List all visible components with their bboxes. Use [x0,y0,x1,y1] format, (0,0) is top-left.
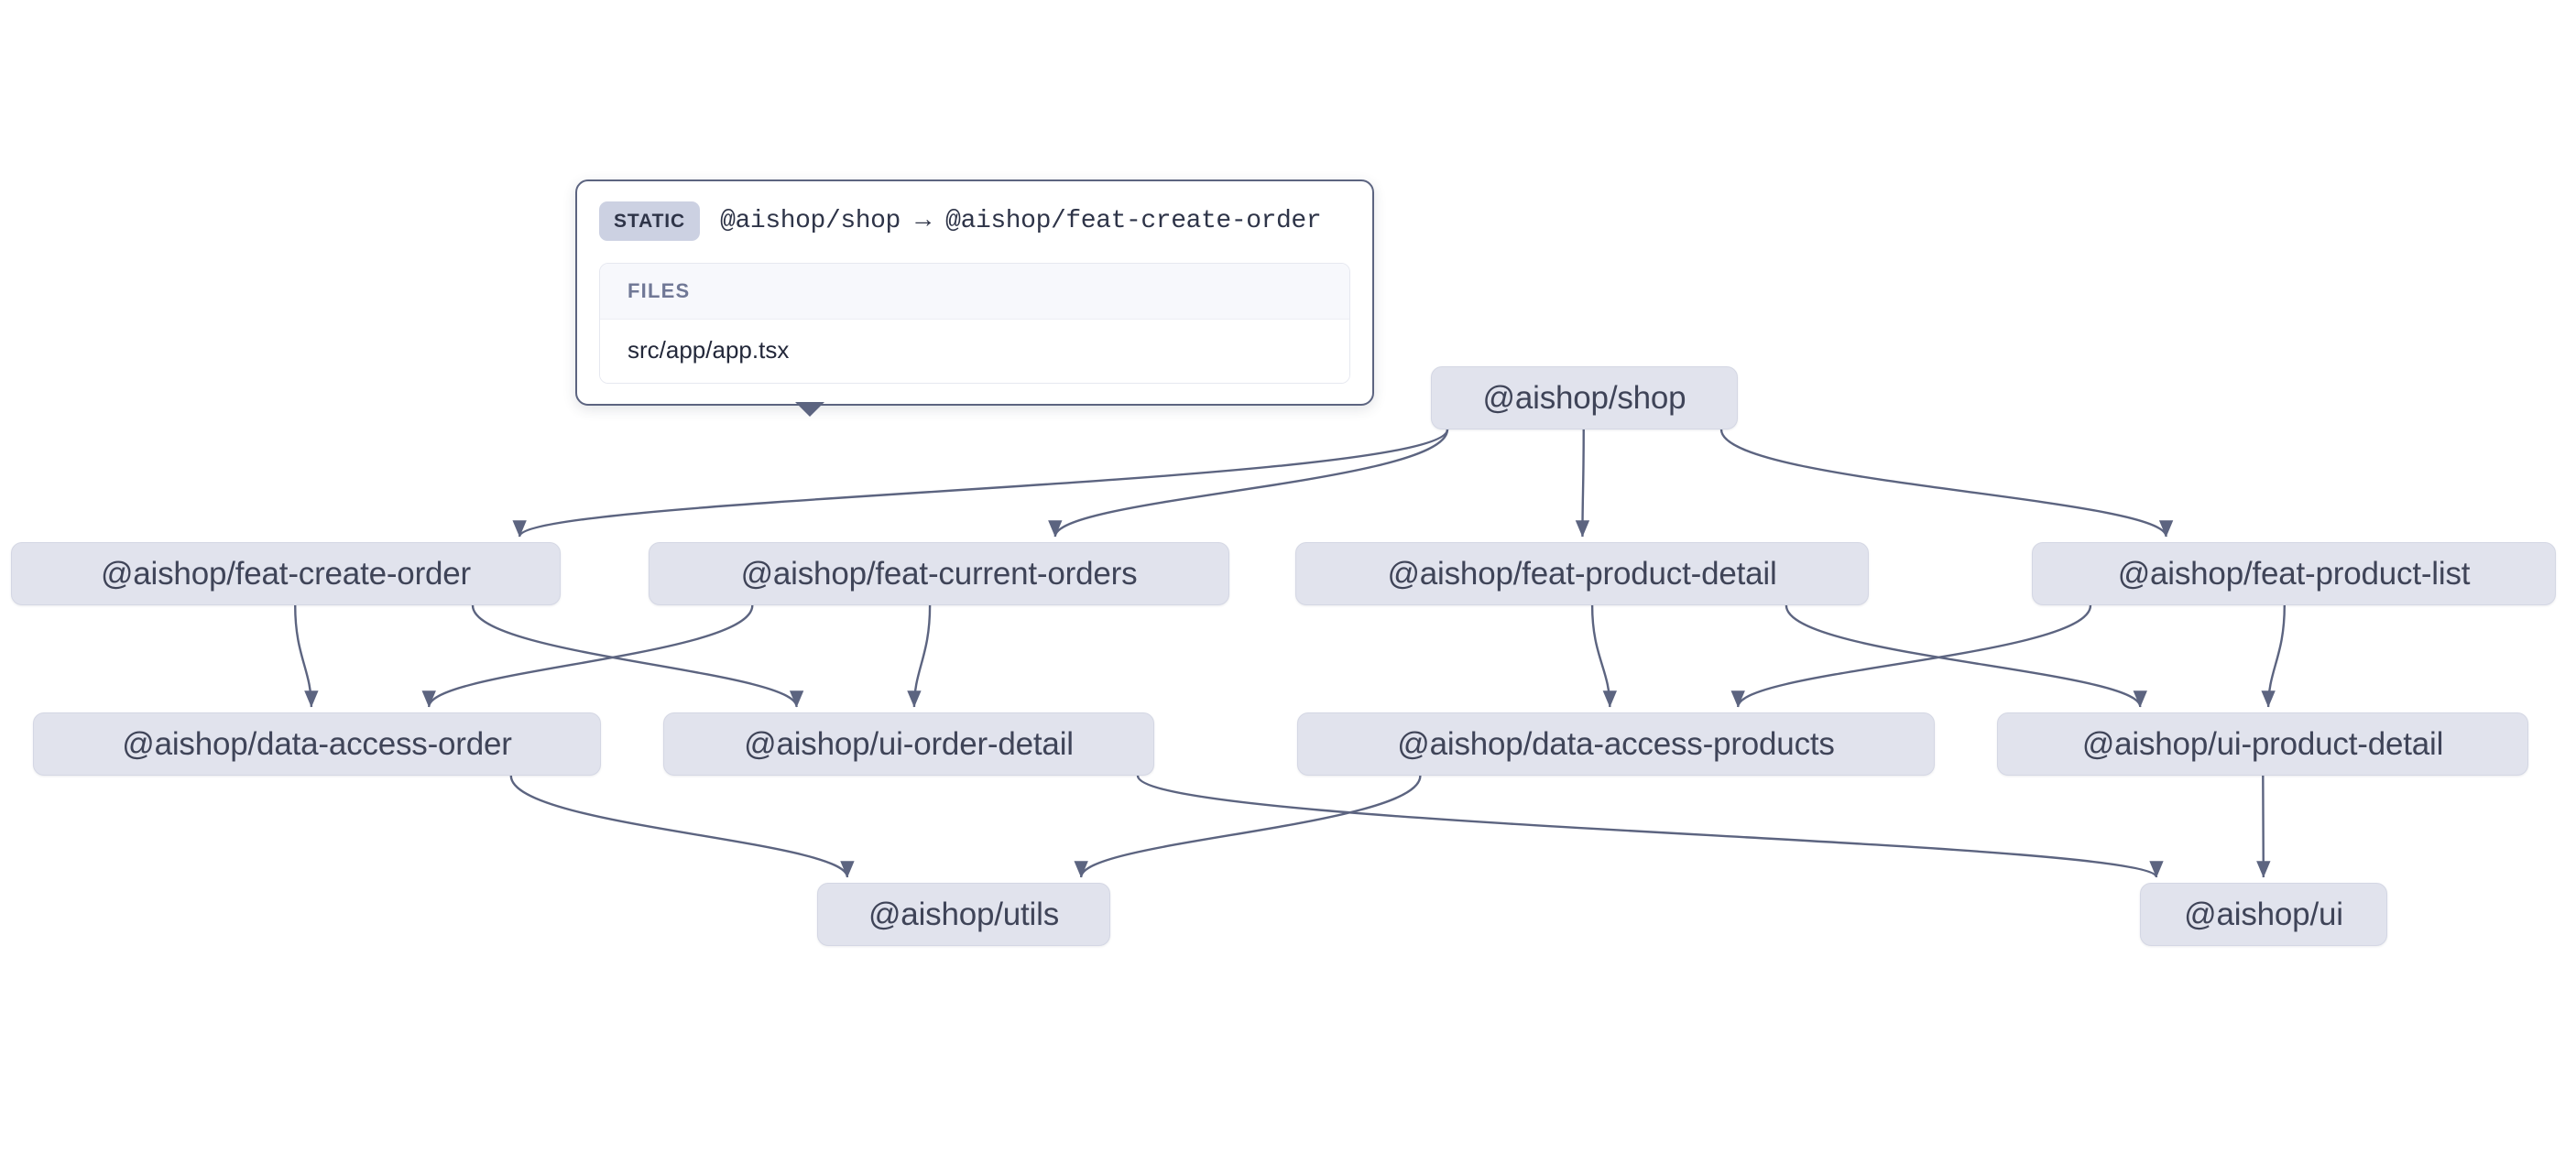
graph-edge-feat-create-order-to-ui-order-detail[interactable] [471,604,804,708]
graph-edge-feat-product-detail-to-data-access-products[interactable] [1590,604,1618,708]
files-panel: FILES src/app/app.tsx [599,263,1350,384]
graph-node-shop[interactable]: @aishop/shop [1431,366,1738,429]
files-section-header: FILES [600,264,1349,320]
graph-node-feat-create-order[interactable]: @aishop/feat-create-order [11,542,561,605]
graph-node-ui[interactable]: @aishop/ui [2140,883,2387,946]
graph-node-feat-current-orders[interactable]: @aishop/feat-current-orders [649,542,1229,605]
detail-card-header: STATIC @aishop/shop → @aishop/feat-creat… [599,201,1350,250]
graph-edge-data-access-products-to-utils[interactable] [1074,775,1422,878]
graph-edge-feat-create-order-to-data-access-order[interactable] [294,604,319,708]
graph-edge-feat-product-list-to-ui-product-detail[interactable] [2261,604,2286,708]
status-badge: STATIC [599,201,701,241]
file-row[interactable]: src/app/app.tsx [600,320,1349,383]
graph-node-utils[interactable]: @aishop/utils [817,883,1110,946]
graph-edge-feat-current-orders-to-data-access-order[interactable] [421,604,754,708]
graph-edge-shop-to-feat-product-list[interactable] [1719,429,2174,538]
graph-edge-shop-to-feat-product-detail[interactable] [1575,429,1590,538]
card-pointer-arrow-icon [795,402,824,417]
graph-edge-shop-to-feat-current-orders[interactable] [1048,429,1449,538]
graph-node-data-access-products[interactable]: @aishop/data-access-products [1297,712,1935,776]
graph-node-feat-product-detail[interactable]: @aishop/feat-product-detail [1295,542,1869,605]
graph-node-data-access-order[interactable]: @aishop/data-access-order [33,712,601,776]
files-list: src/app/app.tsx [600,320,1349,383]
edge-detail-card[interactable]: STATIC @aishop/shop → @aishop/feat-creat… [575,179,1374,417]
graph-edge-shop-to-feat-create-order[interactable] [512,429,1449,538]
graph-edge-feat-product-list-to-data-access-products[interactable] [1730,604,2092,708]
detail-card-title: @aishop/shop → @aishop/feat-create-order [720,207,1322,235]
graph-edge-ui-order-detail-to-ui[interactable] [1136,775,2164,879]
graph-node-ui-product-detail[interactable]: @aishop/ui-product-detail [1997,712,2528,776]
graph-edge-feat-current-orders-to-ui-order-detail[interactable] [907,604,932,708]
graph-edge-feat-product-detail-to-ui-product-detail[interactable] [1785,604,2147,708]
graph-edge-ui-product-detail-to-ui[interactable] [2256,775,2271,878]
graph-node-ui-order-detail[interactable]: @aishop/ui-order-detail [663,712,1154,776]
graph-edge-data-access-order-to-utils[interactable] [509,775,855,878]
graph-node-feat-product-list[interactable]: @aishop/feat-product-list [2032,542,2556,605]
